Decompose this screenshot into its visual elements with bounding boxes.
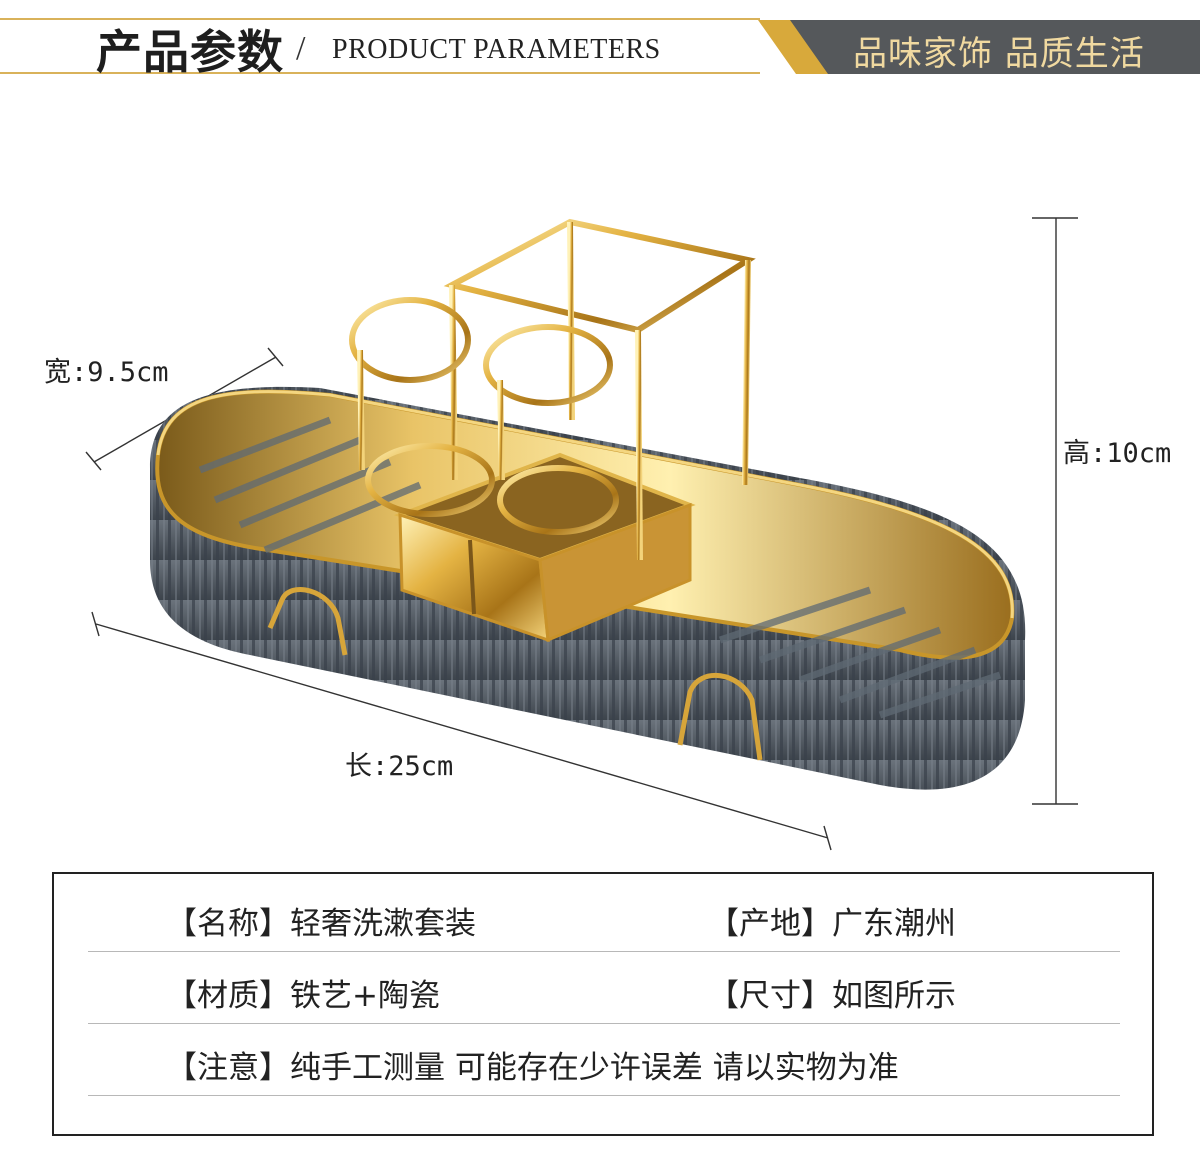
param-size: 【尺寸】如图所示 bbox=[708, 978, 956, 1014]
param-note: 【注意】纯手工测量 可能存在少许误差 请以实物为准 bbox=[166, 1050, 899, 1086]
parameter-table: 【名称】轻奢洗漱套装 【产地】广东潮州 【材质】铁艺+陶瓷 【尺寸】如图所示 【… bbox=[52, 872, 1154, 1136]
gold-stripe bbox=[758, 20, 838, 74]
param-row-name-origin: 【名称】轻奢洗漱套装 【产地】广东潮州 bbox=[88, 882, 1120, 952]
brand-slogan: 品味家饰 品质生活 bbox=[853, 34, 1145, 74]
height-label: 高:10cm bbox=[1063, 438, 1172, 469]
param-material: 【材质】铁艺+陶瓷 bbox=[166, 978, 440, 1014]
dark-band bbox=[790, 20, 1200, 74]
page-title-english: PRODUCT PARAMETERS bbox=[332, 34, 661, 65]
header-banner: 产品参数 / PRODUCT PARAMETERS 品味家饰 品质生活 bbox=[0, 0, 1200, 100]
gold-wire-rack bbox=[349, 218, 756, 561]
title-separator: / bbox=[296, 30, 306, 67]
length-label: 长:25cm bbox=[345, 751, 454, 782]
param-row-note: 【注意】纯手工测量 可能存在少许误差 请以实物为准 bbox=[88, 1026, 1120, 1096]
gold-compartment bbox=[393, 452, 696, 643]
param-origin: 【产地】广东潮州 bbox=[708, 906, 956, 942]
param-row-material-size: 【材质】铁艺+陶瓷 【尺寸】如图所示 bbox=[88, 954, 1120, 1024]
param-name: 【名称】轻奢洗漱套装 bbox=[166, 906, 476, 942]
width-label: 宽:9.5cm bbox=[44, 357, 169, 388]
product-illustration bbox=[85, 217, 1078, 851]
page-title: 产品参数 bbox=[96, 25, 284, 79]
header-background bbox=[0, 0, 1200, 100]
